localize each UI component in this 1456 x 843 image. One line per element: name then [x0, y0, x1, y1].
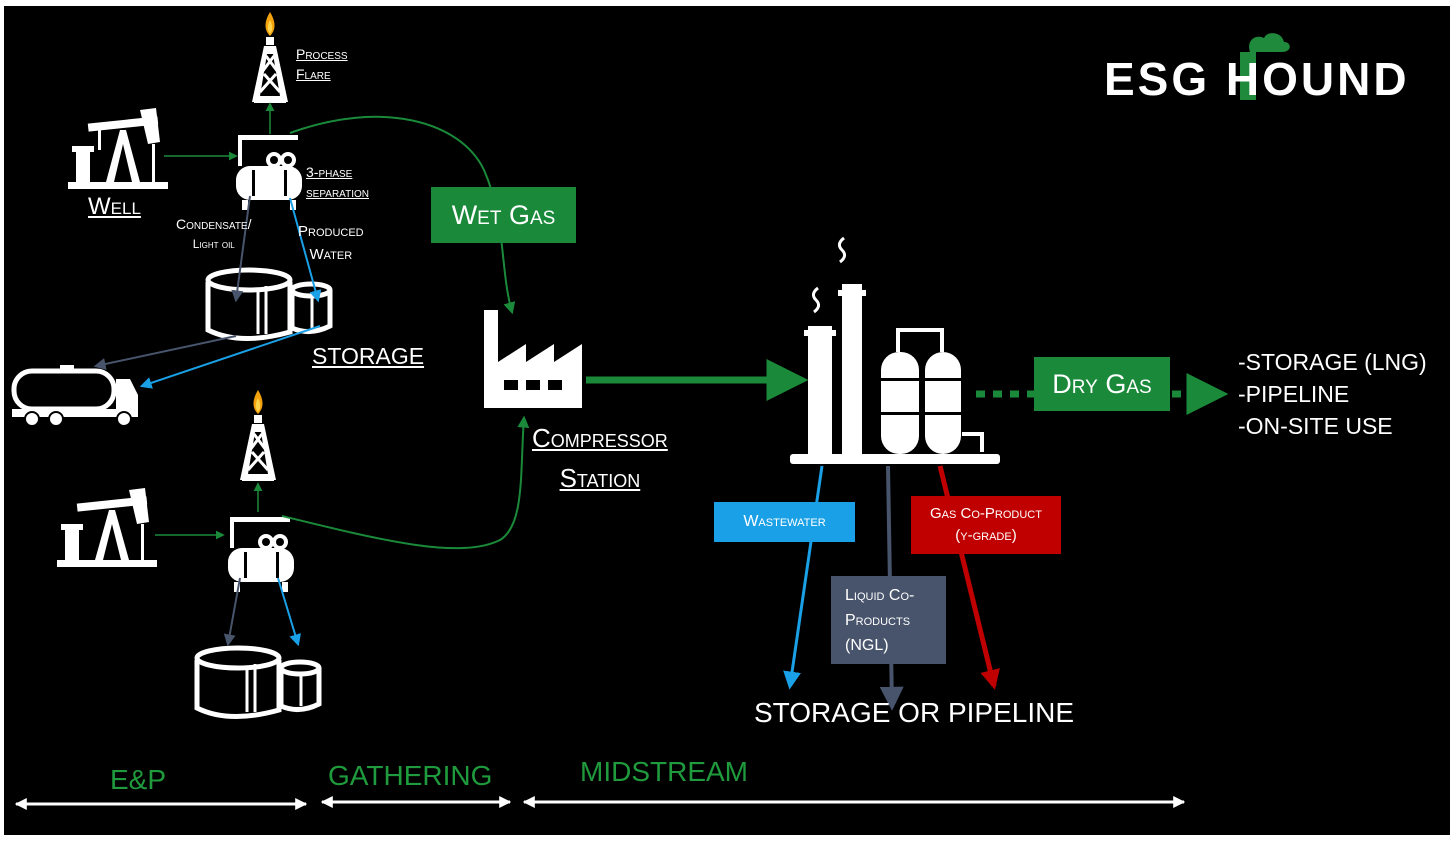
destination-pipeline: -PIPELINE — [1238, 381, 1350, 407]
condensate-line-1: Condensate/ — [176, 216, 252, 232]
gas-coproduct-line-2: (y-grade) — [955, 527, 1017, 544]
separator-icon — [228, 517, 294, 592]
gas-coproduct-line-1: Gas Co-Product — [930, 505, 1042, 522]
liquid-coproducts-line-3: (NGL) — [845, 636, 889, 654]
liquid-coproducts-line-1: Liquid Co- — [845, 586, 915, 604]
flare-stack-icon — [252, 12, 288, 103]
logo-chimney-icon — [1240, 33, 1290, 100]
gas-flow-lines — [155, 102, 1229, 550]
compressor-station-label: Compressor Station — [532, 418, 668, 498]
three-phase-line-1: 3-phase — [306, 164, 353, 180]
compressor-factory-icon — [484, 310, 582, 408]
storage-tank-icon — [205, 267, 333, 341]
logo: ESG HOUND — [1104, 53, 1410, 105]
segment-gathering-label: GATHERING — [328, 760, 493, 791]
destination-storage-lng: -STORAGE (LNG) — [1238, 349, 1427, 375]
compressor-line-2: Station — [559, 463, 641, 493]
three-phase-line-2: separation — [306, 184, 369, 200]
compressor-line-1: Compressor — [532, 423, 668, 453]
gas-coproduct-box: Gas Co-Product (y-grade) — [911, 496, 1061, 554]
well-label: Well — [88, 193, 141, 220]
storage-tank-icon — [194, 645, 322, 719]
process-flare-line-1: Process — [296, 46, 348, 62]
segment-midstream-label: MIDSTREAM — [580, 756, 748, 787]
wet-gas-box: Wet Gas — [431, 187, 576, 243]
condensate-label: Condensate/ Light oil — [176, 214, 252, 254]
process-flare-line-2: Flare — [296, 66, 331, 82]
wastewater-box: Wastewater — [714, 502, 855, 542]
storage-or-pipeline-label: STORAGE OR PIPELINE — [754, 697, 1075, 728]
liquid-coproducts-box: Liquid Co- Products (NGL) — [831, 576, 946, 664]
produced-water-line-1: Produced — [298, 223, 364, 240]
destination-on-site-use: -ON-SITE USE — [1238, 413, 1393, 439]
processing-plant-icon — [790, 236, 1000, 464]
pump-jack-icon — [57, 488, 157, 567]
flare-stack-icon — [240, 390, 276, 481]
segment-arrows — [14, 796, 1186, 810]
storage-label: STORAGE — [312, 343, 425, 369]
diagram-background — [4, 6, 1450, 835]
liquid-coproducts-line-2: Products — [845, 611, 911, 629]
produced-water-line-2: Water — [309, 246, 353, 263]
tanker-truck-icon — [11, 365, 138, 427]
destinations-list: -STORAGE (LNG) -PIPELINE -ON-SITE USE — [1238, 346, 1427, 442]
pump-jack-icon — [68, 108, 168, 189]
dry-gas-box: Dry Gas — [1034, 357, 1170, 411]
process-flare-label: Process Flare — [296, 44, 348, 84]
separator-icon — [236, 135, 302, 210]
segment-ep-label: E&P — [110, 764, 167, 795]
three-phase-label: 3-phase separation — [306, 162, 369, 202]
produced-water-label: Produced Water — [298, 220, 364, 266]
condensate-line-2: Light oil — [192, 237, 235, 251]
